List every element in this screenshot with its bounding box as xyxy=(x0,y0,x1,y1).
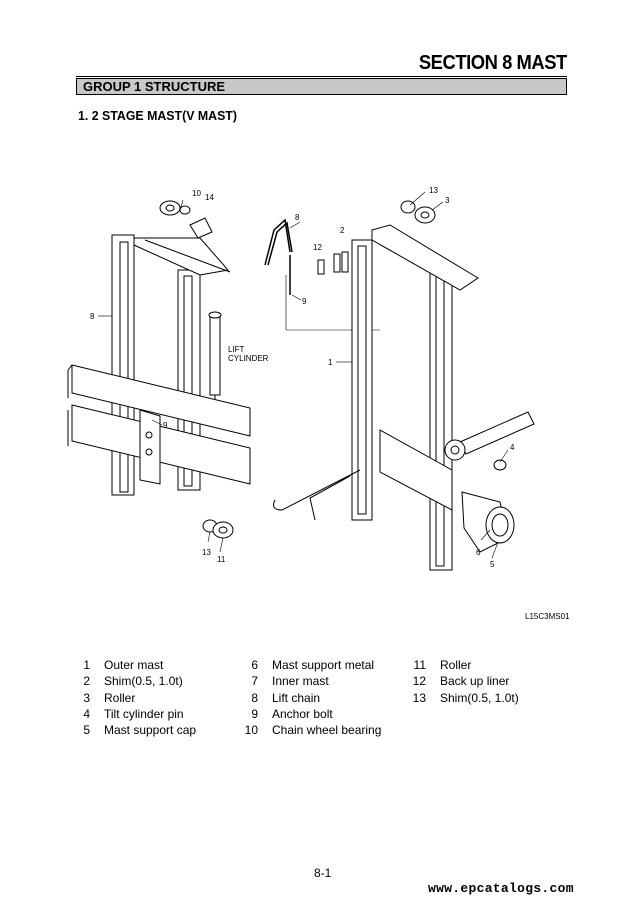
callout-4: 4 xyxy=(510,443,515,452)
legend-num: 2 xyxy=(83,674,90,689)
callout-13-top: 13 xyxy=(429,186,438,195)
legend-item: 7 Inner mast xyxy=(236,673,381,689)
group-title: GROUP 1 STRUCTURE xyxy=(76,78,567,95)
callout-9-bottom: 9 xyxy=(163,421,168,430)
legend-item: 4 Tilt cylinder pin xyxy=(68,706,196,722)
callout-3: 3 xyxy=(445,196,450,205)
legend-item: 12 Back up liner xyxy=(404,673,519,689)
callout-12: 12 xyxy=(313,243,322,252)
callout-1: 1 xyxy=(328,358,333,367)
legend-num: 4 xyxy=(83,706,90,721)
legend-item: 9 Anchor bolt xyxy=(236,706,381,722)
callout-14: 14 xyxy=(205,193,214,202)
legend-name: Outer mast xyxy=(104,658,164,672)
legend-name: Mast support metal xyxy=(272,658,375,672)
legend-name: Tilt cylinder pin xyxy=(104,706,184,721)
legend-name: Anchor bolt xyxy=(272,706,333,721)
legend-item: 5 Mast support cap xyxy=(68,722,196,738)
callout-13-bottom: 13 xyxy=(202,548,211,557)
legend-name: Mast support cap xyxy=(104,723,197,738)
figure-code: L15C3MS01 xyxy=(525,612,570,621)
legend-name: Shim(0.5, 1.0t) xyxy=(104,674,183,689)
mast-support-drawing xyxy=(461,491,515,553)
legend-num: 9 xyxy=(251,706,258,721)
tilt-cylinder-drawing xyxy=(444,411,535,461)
legend-num: 10 xyxy=(244,723,258,738)
legend-name: Inner mast xyxy=(272,674,329,689)
outer-mast-drawing xyxy=(273,224,479,571)
callout-11: 11 xyxy=(217,555,226,564)
legend-item: 10 Chain wheel bearing xyxy=(236,722,382,738)
title-rule xyxy=(76,76,567,77)
callout-8-mast: 8 xyxy=(90,312,95,321)
callout-8-chain: 8 xyxy=(295,213,300,222)
legend-num: 11 xyxy=(413,658,426,672)
page-number: 8-1 xyxy=(314,866,332,880)
subheading: 1. 2 STAGE MAST(V MAST) xyxy=(78,108,237,123)
footer-url-link[interactable]: www.epcatalogs.com xyxy=(428,881,574,896)
mast-exploded-diagram: 10 14 8 12 2 9 13 3 8 1 9 4 7 6 5 13 11 … xyxy=(67,186,535,571)
section-title: SECTION 8 MAST xyxy=(419,52,567,74)
legend-item: 3 Roller xyxy=(68,690,196,706)
legend-num: 12 xyxy=(412,674,426,689)
legend-num: 3 xyxy=(83,690,90,705)
legend-num: 6 xyxy=(251,658,258,672)
callout-6: 6 xyxy=(476,548,481,557)
legend-name: Roller xyxy=(104,690,136,705)
roller-parts-drawing xyxy=(159,200,507,539)
legend-name: Roller xyxy=(440,658,472,672)
legend-name: Shim(0.5, 1.0t) xyxy=(440,690,519,705)
legend-item: 6 Mast support metal xyxy=(236,657,381,673)
legend-name: Back up liner xyxy=(440,674,510,689)
lift-chain-drawing xyxy=(264,218,380,331)
legend-name: Lift chain xyxy=(272,690,321,705)
callout-5: 5 xyxy=(490,560,495,569)
legend-item: 2 Shim(0.5, 1.0t) xyxy=(68,673,196,689)
legend-item: 13 Shim(0.5, 1.0t) xyxy=(404,690,519,706)
carriage-drawing xyxy=(67,364,251,485)
legend-num: 1 xyxy=(83,658,90,672)
legend-item: 11 Roller xyxy=(404,657,519,673)
legend-name: Chain wheel bearing xyxy=(272,723,382,738)
legend-num: 5 xyxy=(83,723,90,738)
legend-num: 8 xyxy=(251,690,258,705)
legend-num: 7 xyxy=(251,674,258,689)
lift-cylinder-label-2: CYLINDER xyxy=(228,354,269,363)
lift-cylinder-label-1: LIFT xyxy=(228,345,245,354)
legend-item: 8 Lift chain xyxy=(236,690,381,706)
legend-column-2: 6 Mast support metal 7 Inner mast 8 Lift ch… xyxy=(236,657,382,738)
callout-10: 10 xyxy=(192,189,201,198)
callout-9-top: 9 xyxy=(302,297,307,306)
legend-item: 1 Outer mast xyxy=(68,657,196,673)
legend-num: 13 xyxy=(412,690,426,705)
legend-column-1: 1 Outer mast 2 Shim(0.5, 1.0t) 3 Roller 4 Ti… xyxy=(68,657,196,738)
legend-column-3: 11 Roller 12 Back up liner 13 Shim(0.5, 1.0… xyxy=(404,657,519,706)
callout-2: 2 xyxy=(340,226,345,235)
